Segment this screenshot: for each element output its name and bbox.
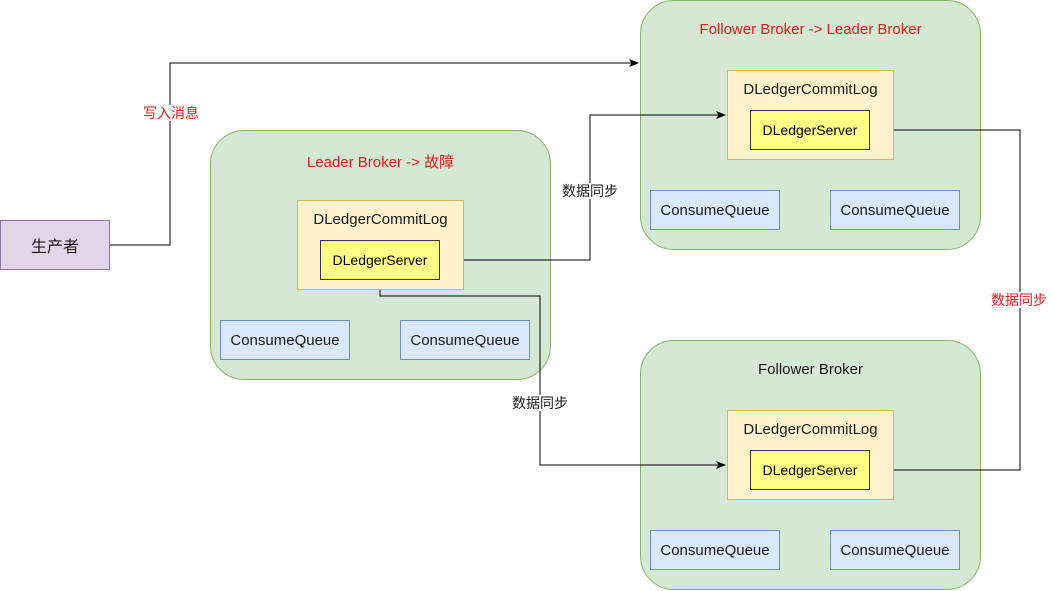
commitlog-title-new-leader: DLedgerCommitLog bbox=[743, 81, 878, 98]
consume-queue-old-leader-2: ConsumeQueue bbox=[400, 320, 530, 360]
broker-title-new-leader: Follower Broker -> Leader Broker bbox=[699, 21, 922, 38]
consume-queue-new-leader-2: ConsumeQueue bbox=[830, 190, 960, 230]
consume-queue-new-leader-1: ConsumeQueue bbox=[650, 190, 780, 230]
dledger-server-old-leader: DLedgerServer bbox=[320, 240, 440, 280]
consume-queue-old-leader-1: ConsumeQueue bbox=[220, 320, 350, 360]
edge-label-write: 写入消息 bbox=[142, 105, 200, 121]
broker-title-old-leader: Leader Broker -> 故障 bbox=[306, 154, 455, 171]
edge-label-sync-3: 数据同步 bbox=[990, 292, 1048, 308]
consume-queue-follower-2: ConsumeQueue bbox=[830, 530, 960, 570]
dledger-server-new-leader: DLedgerServer bbox=[750, 110, 870, 150]
dledger-server-follower: DLedgerServer bbox=[750, 450, 870, 490]
producer-node: 生产者 bbox=[0, 220, 110, 270]
broker-title-follower: Follower Broker bbox=[757, 361, 864, 378]
commitlog-title-follower: DLedgerCommitLog bbox=[743, 421, 878, 438]
edge-label-sync-1: 数据同步 bbox=[561, 183, 619, 199]
edge-old-leader-to-follower bbox=[379, 280, 726, 469]
edge-producer-to-new-leader bbox=[110, 59, 639, 246]
edge-label-sync-2: 数据同步 bbox=[511, 395, 569, 411]
consume-queue-follower-1: ConsumeQueue bbox=[650, 530, 780, 570]
commitlog-title-old-leader: DLedgerCommitLog bbox=[313, 211, 448, 228]
